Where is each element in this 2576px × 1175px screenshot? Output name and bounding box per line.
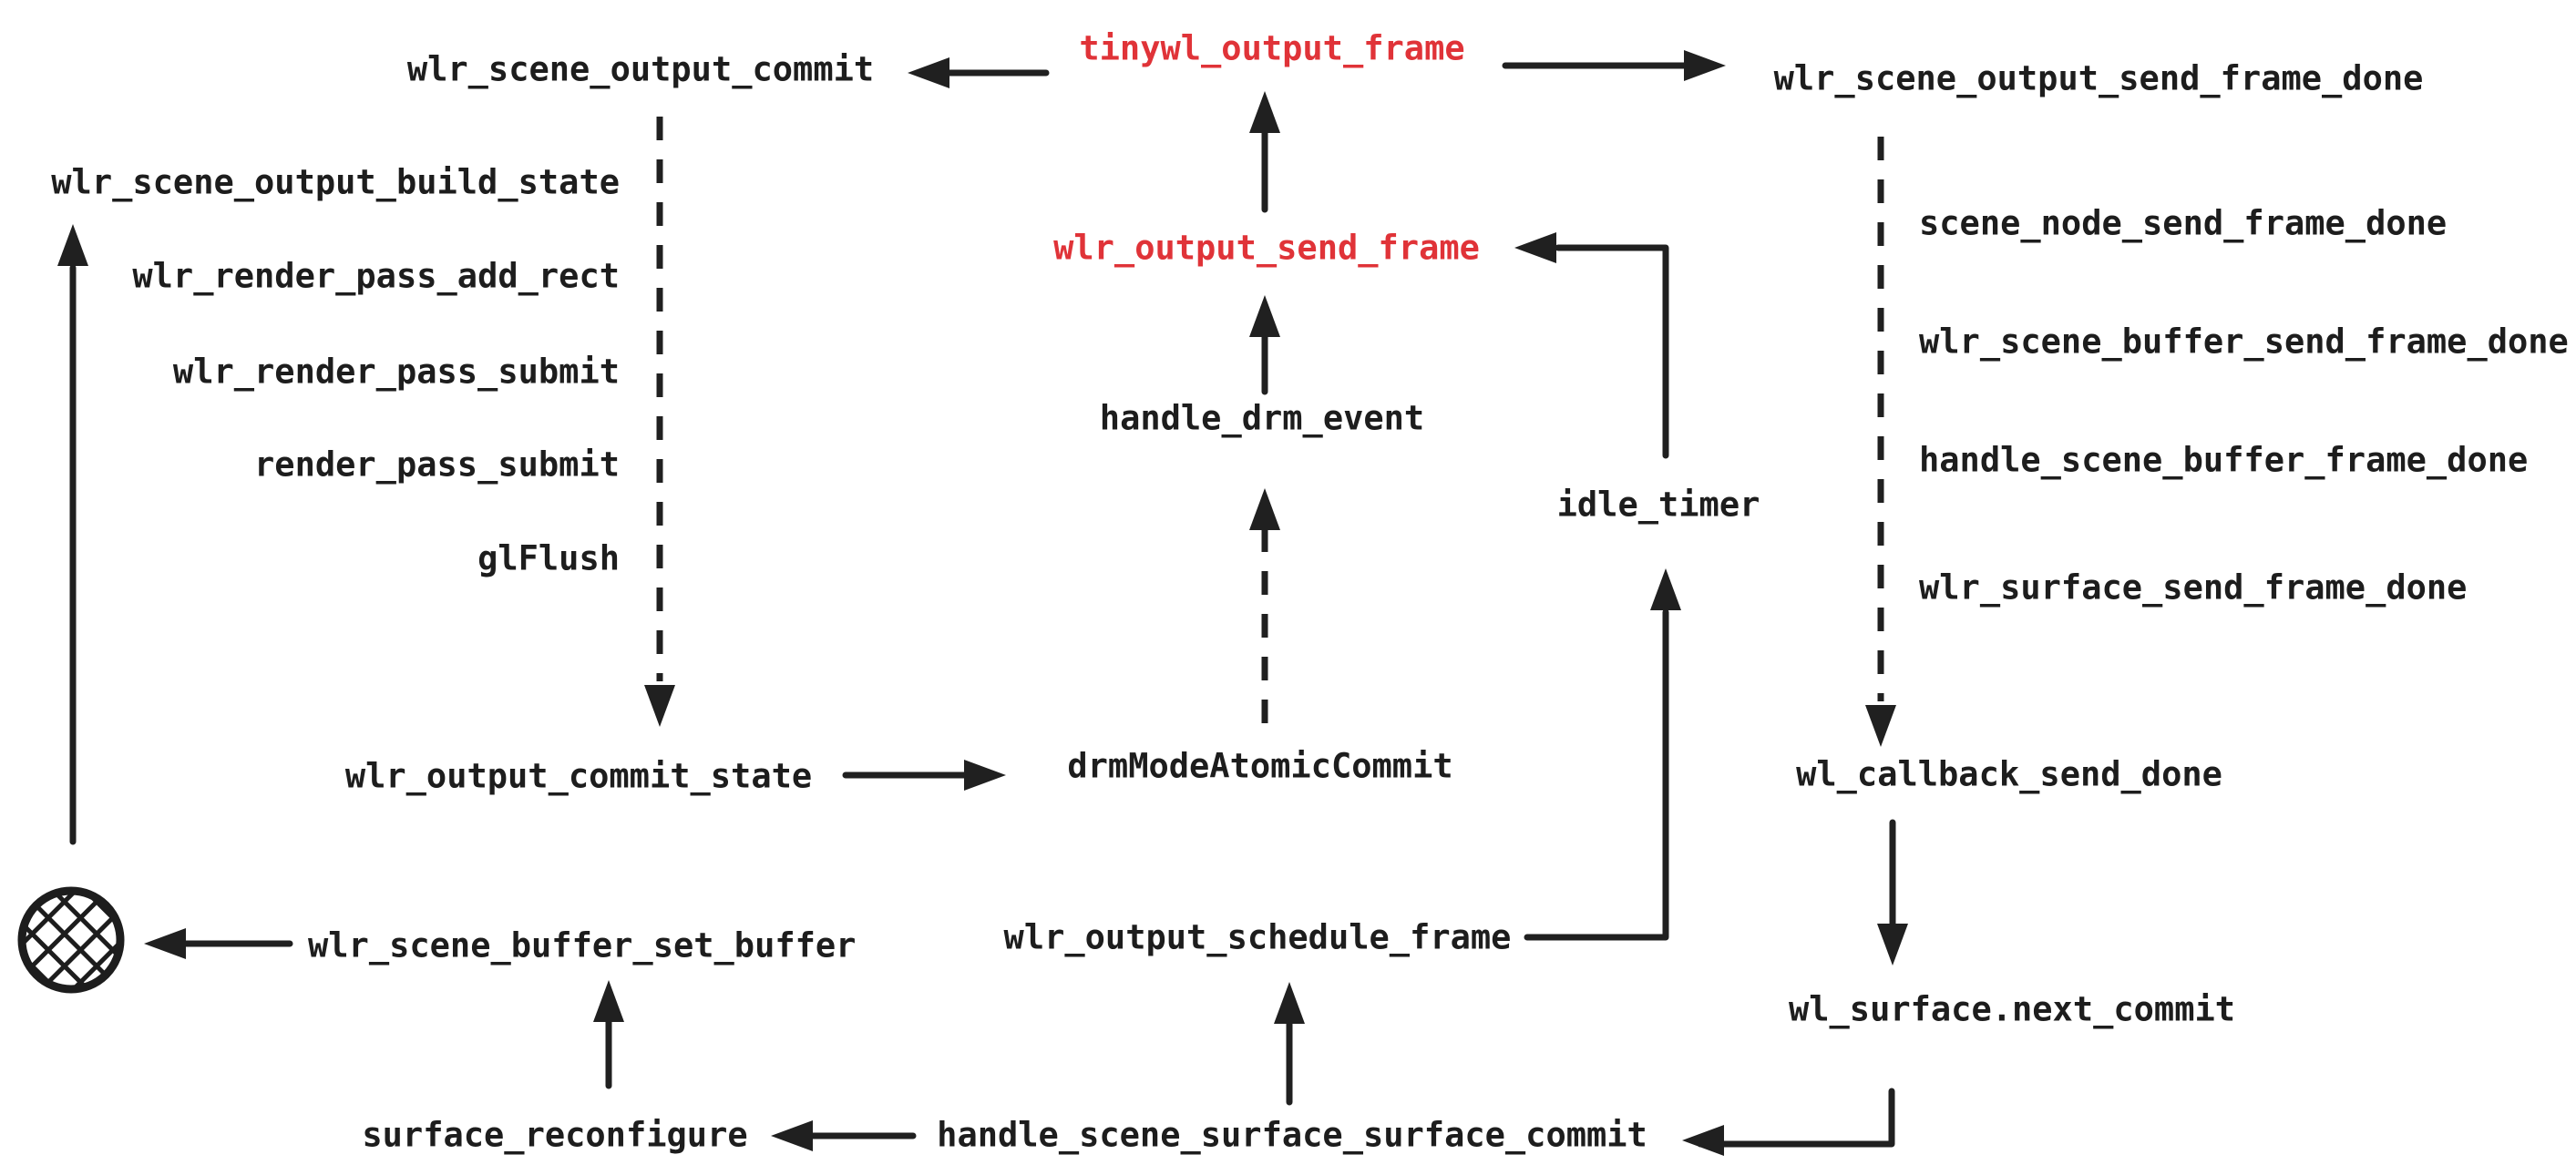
arrowhead-handle-scene-to-schedule-frame <box>1274 982 1305 1024</box>
arrowhead-buffer-circle-to-build-state <box>57 224 88 266</box>
node-wl-surface-next-commit: wl_surface.next_commit <box>1788 989 2236 1029</box>
node-wlr-scene-output-send-frame-done: wlr_scene_output_send_frame_done <box>1773 58 2424 98</box>
node-render-pass-submit: render_pass_submit <box>254 444 620 485</box>
arrowhead-idle-timer-to-send-frame <box>1514 232 1556 263</box>
arrowhead-tinywl-to-send-frame-done <box>1684 50 1726 81</box>
node-wlr-output-commit-state: wlr_output_commit_state <box>344 756 813 796</box>
edge-next-commit-to-handle-scene <box>1697 1088 1895 1148</box>
arrowhead-drmmode-to-handle-drm <box>1249 488 1280 530</box>
node-wl-callback-send-done: wl_callback_send_done <box>1796 754 2222 794</box>
node-wlr-render-pass-submit: wlr_render_pass_submit <box>172 352 620 392</box>
edge-schedule-frame-to-idle-timer <box>1524 608 1669 941</box>
node-wlr-scene-output-commit: wlr_scene_output_commit <box>406 49 875 89</box>
node-wlr-surface-send-frame-done: wlr_surface_send_frame_done <box>1919 567 2468 608</box>
arrowhead-handle-drm-to-send-frame <box>1249 295 1280 337</box>
arrowhead-send-frame-to-tinywl <box>1249 91 1280 133</box>
arrowhead-send-done-to-wl-callback <box>1865 705 1896 747</box>
arrowhead-tinywl-to-scene-output-commit <box>908 57 949 88</box>
node-wlr-render-pass-add-rect: wlr_render_pass_add_rect <box>132 256 620 296</box>
arrowhead-set-buffer-to-buffer-circle <box>144 928 186 959</box>
edge-idle-timer-to-send-frame <box>1555 244 1669 459</box>
shape-group <box>17 886 125 994</box>
node-surface-reconfigure: surface_reconfigure <box>362 1115 748 1155</box>
arrowhead-schedule-frame-to-idle-timer <box>1650 568 1681 610</box>
node-tinywl-output-frame: tinywl_output_frame <box>1079 28 1465 68</box>
arrowhead-handle-scene-to-surface-reconfigure <box>771 1120 813 1151</box>
node-wlr-output-send-frame: wlr_output_send_frame <box>1053 228 1480 268</box>
node-handle-scene-buffer-frame-done: handle_scene_buffer_frame_done <box>1919 440 2529 480</box>
node-wlr-output-schedule-frame: wlr_output_schedule_frame <box>1003 917 1512 957</box>
arrowhead-next-commit-to-handle-scene <box>1682 1125 1724 1156</box>
buffer-circle-hatched-icon <box>17 886 125 994</box>
arrowhead-wl-callback-to-next-commit <box>1877 924 1908 966</box>
node-glflush: glFlush <box>477 538 620 578</box>
node-wlr-scene-buffer-set-buffer: wlr_scene_buffer_set_buffer <box>308 925 857 966</box>
node-drmmodeatomiccommit: drmModeAtomicCommit <box>1067 746 1453 786</box>
node-handle-scene-surface-surface-commit: handle_scene_surface_surface_commit <box>937 1115 1647 1155</box>
arrowhead-surface-reconfigure-to-set-buffer <box>593 980 624 1022</box>
arrowhead-scene-commit-to-commit-state <box>644 685 675 727</box>
arrowhead-commit-state-to-drmmode <box>964 760 1006 791</box>
node-wlr-scene-output-build-state: wlr_scene_output_build_state <box>51 162 620 202</box>
node-handle-drm-event: handle_drm_event <box>1099 398 1425 438</box>
node-idle-timer: idle_timer <box>1556 485 1760 525</box>
node-wlr-scene-buffer-send-frame-done: wlr_scene_buffer_send_frame_done <box>1919 322 2569 362</box>
edge-group <box>57 50 1908 1156</box>
node-scene-node-send-frame-done: scene_node_send_frame_done <box>1919 203 2448 243</box>
